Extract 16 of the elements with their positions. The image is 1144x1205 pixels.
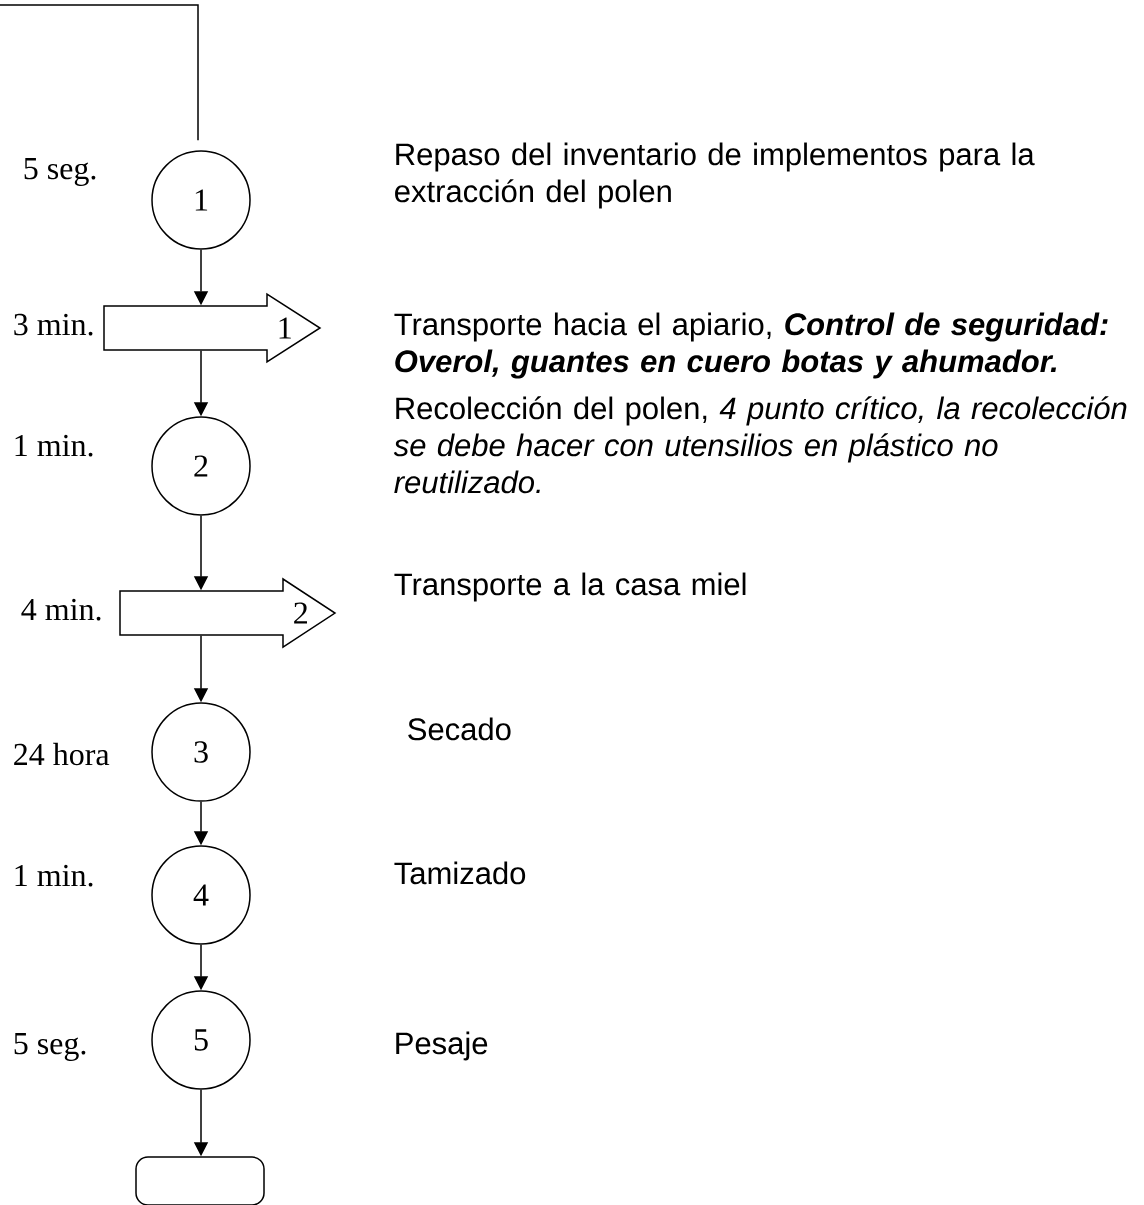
step-description: Repaso del inventario de implementos para la extracción del polen [395, 142, 1035, 209]
step-description: Recolección del polen, 4 punto crítico, la recolección se debe hacer con utensilios en plástico no reutilizado. [393, 396, 1127, 494]
step-description: Secado [408, 717, 511, 741]
duration-label: 1 min. [15, 864, 93, 887]
step-description: Pesaje [396, 1031, 488, 1061]
duration-label: 3 min. [14, 313, 93, 336]
duration-label: 1 min. [15, 434, 93, 457]
duration-label: 5 seg. [14, 1033, 86, 1061]
step-description: Transporte hacia el apiario, Control de seguridad: Overol, guantes en cuero botas y ahumador. [394, 312, 1108, 379]
duration-label: 24 hora [14, 742, 110, 766]
duration-label: 5 seg. [24, 158, 96, 186]
step-description: Tamizado [394, 861, 526, 885]
connector-line [0, 4, 199, 141]
terminal-box [135, 1156, 265, 1205]
duration-label: 4 min. [21, 598, 101, 621]
step-description: Transporte a la casa miel [394, 572, 746, 602]
